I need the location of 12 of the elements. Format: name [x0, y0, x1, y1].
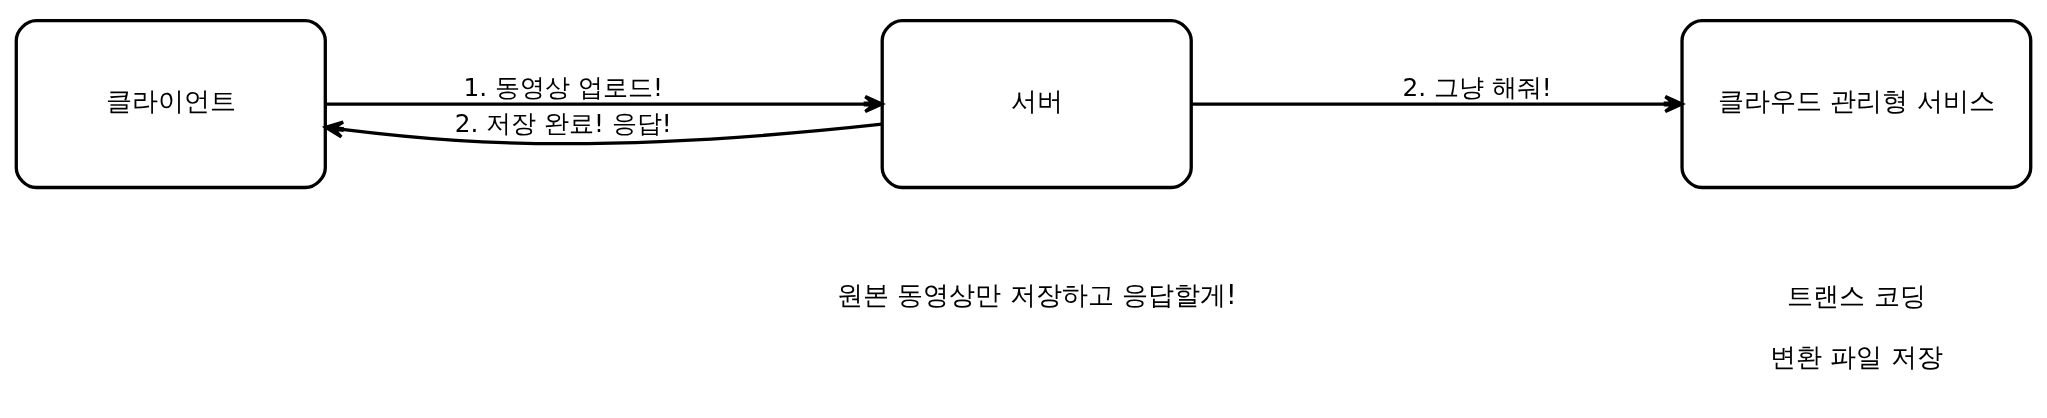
edge-label: 1. 동영상 업로드!	[463, 72, 663, 102]
node-label: 변환 파일 저장	[1769, 340, 1943, 372]
node-box: 클라우드 관리형 서비스	[1680, 18, 2033, 190]
node-box: 클라이언트	[14, 18, 327, 190]
node-label: 트랜스 코딩	[1787, 279, 1926, 311]
arrow	[1191, 94, 1684, 114]
edge-label: 2. 저장 완료! 응답!	[454, 109, 672, 139]
edge-label: 2. 그냥 해줘!	[1402, 72, 1552, 102]
node-label: 원본 동영상만 저장하고 응답할게!	[836, 278, 1237, 310]
arrow	[324, 120, 883, 146]
arrow	[325, 94, 884, 114]
node-box: 서버	[880, 18, 1193, 190]
